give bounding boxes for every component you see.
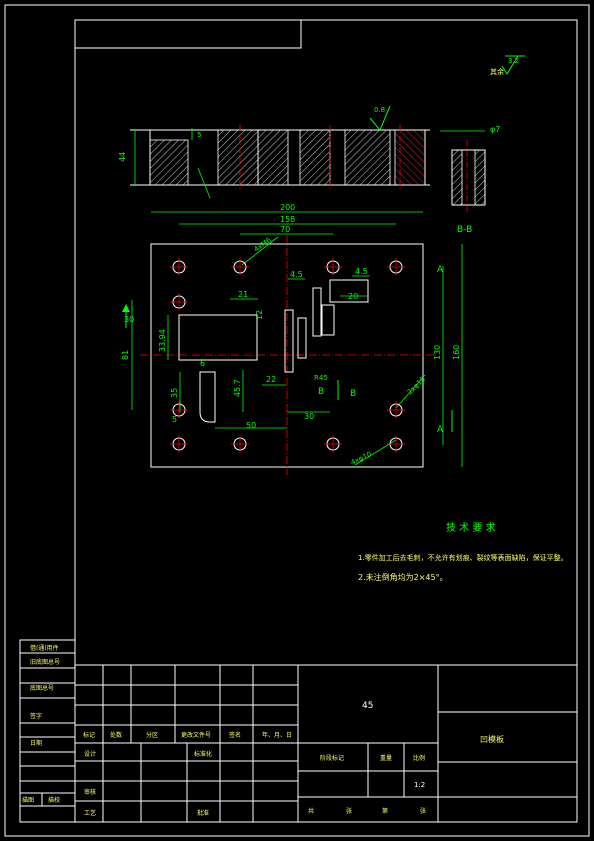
tech-line-2: 2.未注倒角均为2×45°。 <box>358 572 448 582</box>
standard-label: 标准化 <box>194 750 212 758</box>
dim-r45: R45 <box>314 374 328 382</box>
stage-label: 阶段标记 <box>320 754 344 762</box>
section-label: B-B <box>457 225 472 235</box>
row-label-1: 处数 <box>110 731 122 739</box>
dim-6: 6 <box>200 359 205 368</box>
tech-requirements: 技 术 要 求 1.零件加工后去毛刺，不允许有划痕、裂纹等表面缺陷，保证平整。 … <box>358 521 568 582</box>
dim-30: 30 <box>304 412 314 421</box>
section-b-b: φ7 B-B <box>440 125 500 235</box>
dim-08: 0.8 <box>374 106 385 114</box>
row-label-2: 分区 <box>146 731 158 739</box>
holes-group <box>170 258 405 453</box>
row-label-0: 标记 <box>83 731 95 739</box>
arrow-a-1: A <box>437 425 444 435</box>
dim-4xm6: 4xM6 <box>253 236 274 254</box>
code-box <box>74 19 302 49</box>
row-label-4: 签名 <box>229 731 241 739</box>
side-label-0: 借(通)用件 <box>30 644 59 652</box>
sheets-1: 张 <box>346 807 352 815</box>
arrow-a-2: A <box>437 265 444 275</box>
section-view: 44 5 0.8 <box>118 105 430 199</box>
row-label-3: 更改文件号 <box>181 731 211 739</box>
side-table <box>19 639 76 823</box>
part-name: 凹模板 <box>480 734 504 744</box>
dim-overall-w: 200 <box>280 203 295 212</box>
side-label-2: 底图总号 <box>30 684 54 692</box>
side-label-4: 日期 <box>30 739 42 747</box>
arrow-b-1: B <box>318 387 324 397</box>
outer-border <box>4 4 590 837</box>
dim-phi7: φ7 <box>490 125 500 134</box>
dim-33-94: 33.94 <box>158 329 167 352</box>
dim-30-left: 30 <box>124 315 134 324</box>
dim-5: 5 <box>172 415 177 424</box>
sheets-3: 张 <box>420 807 426 815</box>
dim-158: 158 <box>280 215 295 224</box>
title-block <box>74 664 578 823</box>
plan-view: 200 158 70 130 160 81 33.94 35 45.7 30 2… <box>121 203 463 475</box>
dim-50: 50 <box>246 421 256 430</box>
approve-label: 批准 <box>197 809 209 817</box>
dim-22: 22 <box>266 375 276 384</box>
dim-35: 35 <box>170 388 179 398</box>
tech-heading: 技 术 要 求 <box>446 521 496 534</box>
scale-label: 比例 <box>413 754 425 762</box>
design-label: 设计 <box>84 750 96 758</box>
side-label-6: 描校 <box>48 796 60 804</box>
roughness-label: 其余 <box>490 67 504 76</box>
side-label-5: 描图 <box>22 796 34 804</box>
side-table-labels: 借(通)用件 旧底图总号 底图总号 签字 日期 描图 描校 <box>22 644 60 804</box>
dim-4-5b: 4.5 <box>355 267 368 276</box>
dim-12: 12 <box>255 310 264 320</box>
arrow-b-2: B <box>350 389 356 399</box>
scale-value: 1:2 <box>414 781 425 789</box>
review-label: 审核 <box>84 788 96 796</box>
dim-21: 21 <box>238 290 248 299</box>
weight-label: 重量 <box>380 754 392 762</box>
dim-20: 20 <box>348 292 358 301</box>
sheets-2: 第 <box>382 807 388 815</box>
side-label-3: 签字 <box>30 712 42 720</box>
row-label-5: 年、月、日 <box>262 731 292 739</box>
dim-81: 81 <box>121 350 130 360</box>
material: 45 <box>362 701 373 711</box>
roughness-symbol: 3.2 其余 <box>490 55 525 76</box>
dim-160: 160 <box>452 345 461 360</box>
dim-4-5a: 4.5 <box>290 270 303 279</box>
dim-top-5: 5 <box>197 131 201 139</box>
dim-130: 130 <box>433 345 442 360</box>
dim-70: 70 <box>280 225 290 234</box>
roughness-value: 3.2 <box>508 57 519 65</box>
process-label: 工艺 <box>84 809 96 817</box>
title-block-text: 45 凹模板 1:2 标记 处数 分区 更改文件号 签名 年、月、日 设计 标准… <box>83 701 504 817</box>
side-label-1: 旧底图总号 <box>30 658 60 666</box>
dim-45-7: 45.7 <box>233 379 242 397</box>
dim-height-44: 44 <box>118 152 127 162</box>
dim-4phi10: 4xφ10 <box>349 450 372 467</box>
sheets-0: 共 <box>308 807 314 815</box>
tech-line-1: 1.零件加工后去毛刺，不允许有划痕、裂纹等表面缺陷，保证平整。 <box>358 553 568 562</box>
dim-2phi10: 2xφ10 <box>406 375 427 396</box>
